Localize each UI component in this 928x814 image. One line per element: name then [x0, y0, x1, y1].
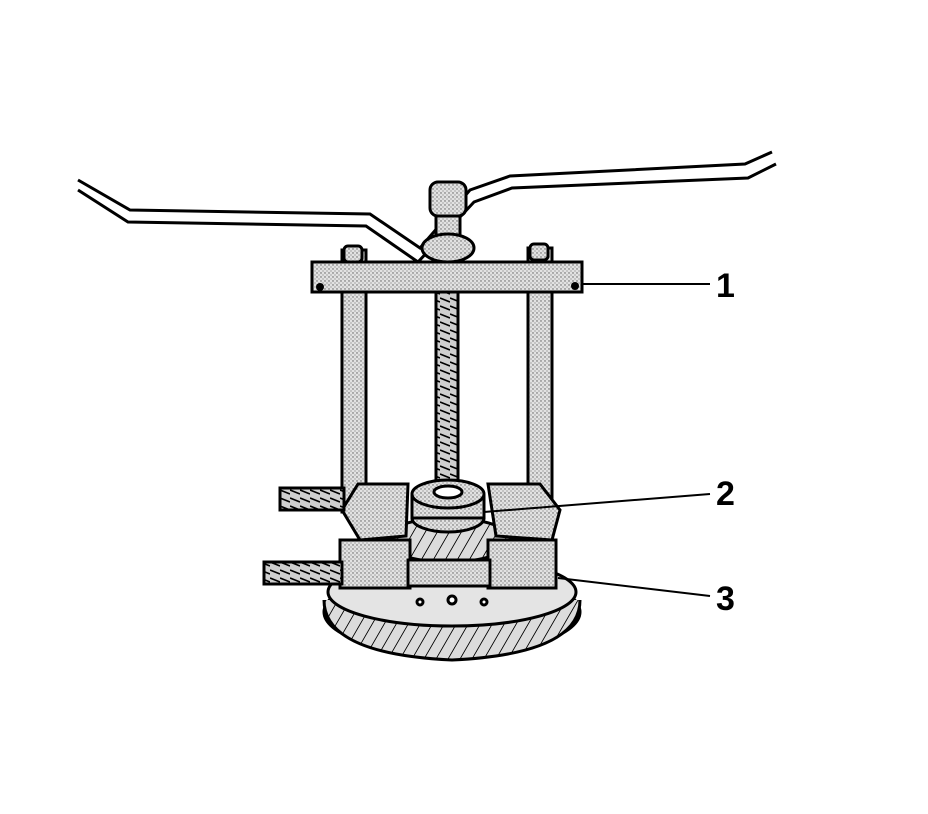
callout-1: 1 [716, 267, 735, 305]
bearing-puller-jaws [338, 482, 562, 590]
puller-crossbar [310, 260, 584, 294]
callout-2: 2 [716, 475, 735, 513]
leader-lines [483, 283, 711, 597]
puller-bolts [262, 486, 346, 586]
callout-3: 3 [716, 580, 735, 618]
forcing-screw-thread [434, 290, 460, 490]
forcing-screw-head [420, 180, 476, 264]
bearing-adapter [410, 478, 486, 534]
